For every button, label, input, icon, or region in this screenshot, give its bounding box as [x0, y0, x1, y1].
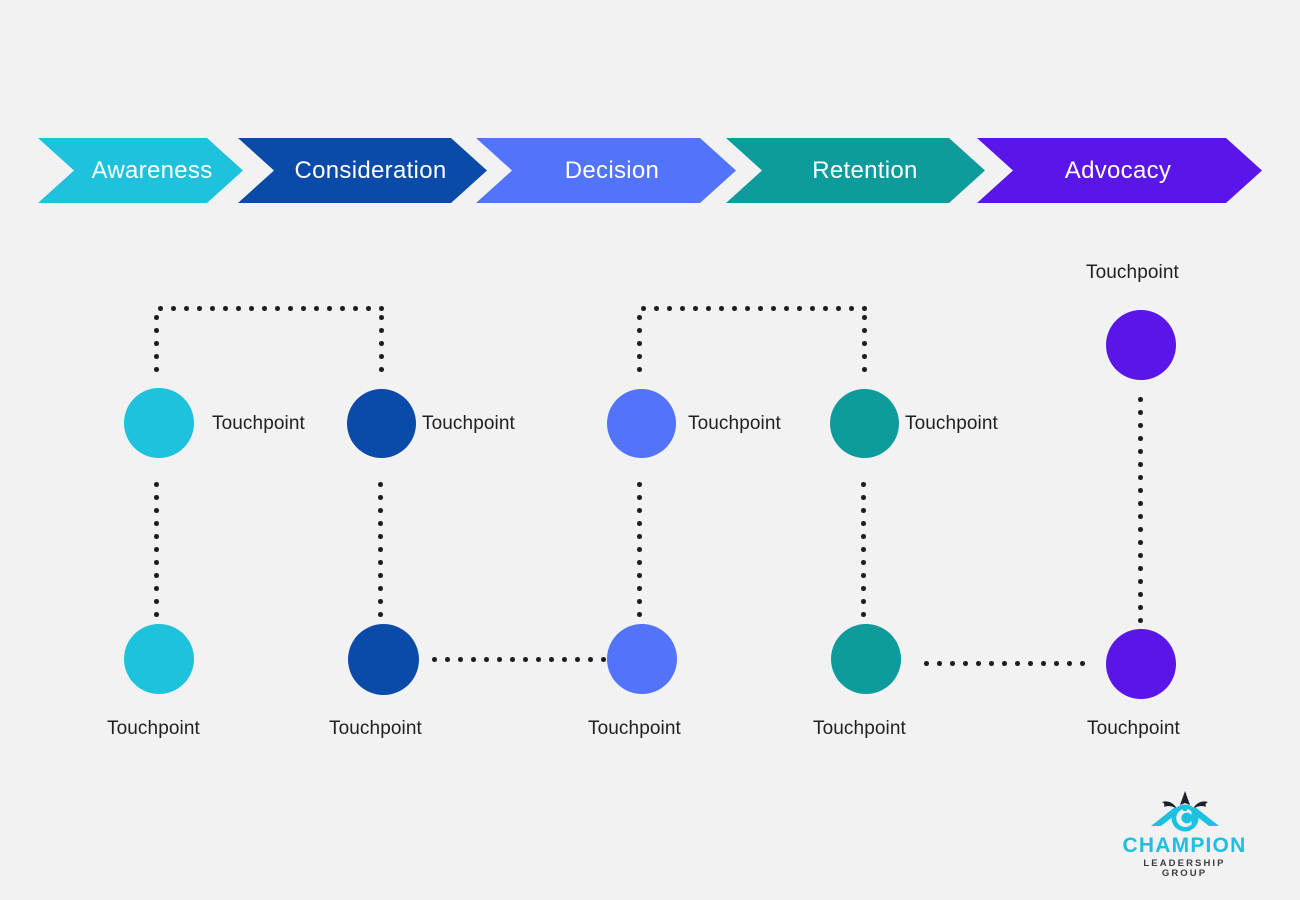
connector-vertical-awareness [154, 478, 159, 618]
touchpoint-label-advocacy-top: Touchpoint [1086, 262, 1179, 283]
champion-leadership-group-logo: CHAMPION LEADERSHIP GROUP [1122, 790, 1247, 878]
touchpoint-label-advocacy-bottom: Touchpoint [1087, 718, 1180, 739]
stage-label-awareness: Awareness [91, 157, 213, 184]
touchpoint-node-retention-bottom[interactable] [831, 624, 901, 694]
champion-logo-mark [1149, 790, 1221, 834]
touchpoint-node-awareness-top[interactable] [124, 388, 194, 458]
touchpoint-node-awareness-bottom[interactable] [124, 624, 194, 694]
touchpoint-node-consideration-top[interactable] [347, 389, 416, 458]
champion-logo-subtitle: LEADERSHIP GROUP [1143, 858, 1226, 879]
touchpoint-node-retention-top[interactable] [830, 389, 899, 458]
connector-vertical-consideration [378, 478, 383, 618]
touchpoint-label-retention-top: Touchpoint [905, 413, 998, 434]
champion-logo-wordmark: CHAMPION [1122, 834, 1247, 857]
touchpoint-label-decision-bottom: Touchpoint [588, 718, 681, 739]
connector-vertical-decision [637, 478, 642, 618]
connector-vertical-advocacy [1138, 393, 1143, 625]
touchpoint-label-consideration-top: Touchpoint [422, 413, 515, 434]
connector-horizontal-retention-advocacy [920, 661, 1092, 666]
touchpoint-node-decision-bottom[interactable] [607, 624, 677, 694]
connector-horizontal-consideration-decision [428, 657, 606, 662]
connector-bracket-right-1 [379, 311, 384, 373]
touchpoint-node-advocacy-top[interactable] [1106, 310, 1176, 380]
touchpoint-label-awareness-top: Touchpoint [212, 413, 305, 434]
connector-bracket-top-1 [154, 306, 384, 311]
touchpoint-node-decision-top[interactable] [607, 389, 676, 458]
touchpoint-label-retention-bottom: Touchpoint [813, 718, 906, 739]
stage-label-retention: Retention [812, 157, 918, 184]
touchpoint-label-awareness-bottom: Touchpoint [107, 718, 200, 739]
connector-bracket-right-3 [862, 311, 867, 373]
stage-label-decision: Decision [564, 157, 660, 184]
touchpoint-label-decision-top: Touchpoint [688, 413, 781, 434]
connector-vertical-retention [861, 478, 866, 618]
stage-label-consideration: Consideration [294, 157, 447, 184]
connector-bracket-top-3 [637, 306, 867, 311]
touchpoint-node-consideration-bottom[interactable] [348, 624, 419, 695]
touchpoint-label-consideration-bottom: Touchpoint [329, 718, 422, 739]
touchpoint-node-advocacy-bottom[interactable] [1106, 629, 1176, 699]
connector-bracket-left-3 [637, 311, 642, 373]
stage-label-advocacy: Advocacy [1064, 157, 1172, 184]
champion-crown-c-icon [1150, 791, 1219, 832]
connector-bracket-left-1 [154, 311, 159, 373]
